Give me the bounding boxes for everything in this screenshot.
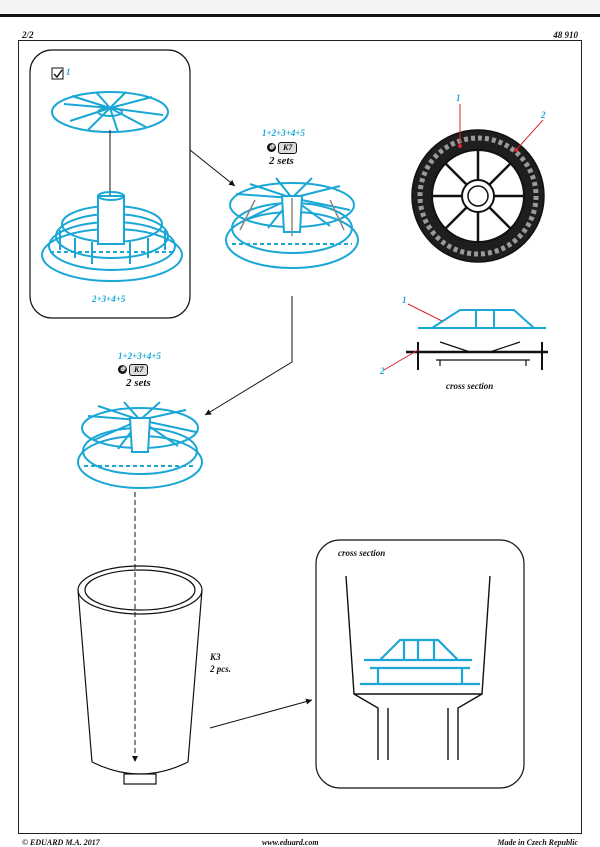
instruction-sheet-frame bbox=[18, 40, 582, 834]
inset-cylinder-section bbox=[345, 575, 491, 760]
product-code: 48 910 bbox=[553, 30, 578, 40]
step2-kit-part: ⊕K7 bbox=[267, 142, 298, 154]
wheel-callout-2: 2 bbox=[541, 110, 546, 120]
cylinder-part-k3 bbox=[77, 565, 203, 785]
base-assembly-parts-2-5 bbox=[41, 191, 183, 282]
base-parts-label: 2+3+4+5 bbox=[92, 294, 126, 304]
etched-ring-part-1 bbox=[51, 91, 169, 133]
inset-caption: cross section bbox=[338, 548, 386, 558]
section-caption: cross section bbox=[446, 381, 494, 391]
kit-part-icon: ⊕ bbox=[267, 143, 276, 153]
wheel-top-view bbox=[411, 129, 545, 263]
wheel-callout-1: 1 bbox=[456, 93, 461, 103]
step1-panel bbox=[29, 49, 191, 319]
cylinder-part-label: K3 bbox=[210, 652, 221, 662]
step1-label: 1 bbox=[66, 67, 71, 77]
section-callout-lines bbox=[383, 303, 443, 371]
step1-checkbox bbox=[51, 67, 64, 80]
step3-sets-label: 2 sets bbox=[126, 377, 151, 389]
cross-section-inset-panel bbox=[315, 539, 525, 789]
footer-copyright: © EDUARD M.A. 2017 bbox=[22, 838, 100, 847]
kit-part-icon: ⊕ bbox=[118, 365, 127, 375]
cylinder-qty-label: 2 pcs. bbox=[210, 664, 231, 674]
wheel-callout-lines bbox=[459, 104, 544, 151]
section-callout-1: 1 bbox=[402, 295, 407, 305]
wheel-section-view bbox=[406, 309, 548, 370]
step2-grey-struts bbox=[239, 198, 345, 236]
top-rule bbox=[0, 14, 600, 17]
wheel-callout-dot-2 bbox=[514, 148, 518, 152]
step2-sets-label: 2 sets bbox=[269, 155, 294, 167]
wheel-callout-dot-1 bbox=[458, 144, 462, 148]
step3-parts-label: 1+2+3+4+5 bbox=[118, 351, 162, 361]
step3-kit-part: ⊕K7 bbox=[118, 364, 149, 376]
footer-origin: Made in Czech Republic bbox=[497, 838, 578, 847]
top-strip bbox=[0, 0, 600, 14]
step2-parts-label: 1+2+3+4+5 bbox=[262, 128, 306, 138]
footer-website[interactable]: www.eduard.com bbox=[262, 838, 319, 847]
section-callout-2: 2 bbox=[380, 366, 385, 376]
page-number: 2/2 bbox=[22, 30, 34, 40]
inset-etched-insert bbox=[360, 638, 480, 686]
step3-assembly bbox=[77, 401, 203, 489]
